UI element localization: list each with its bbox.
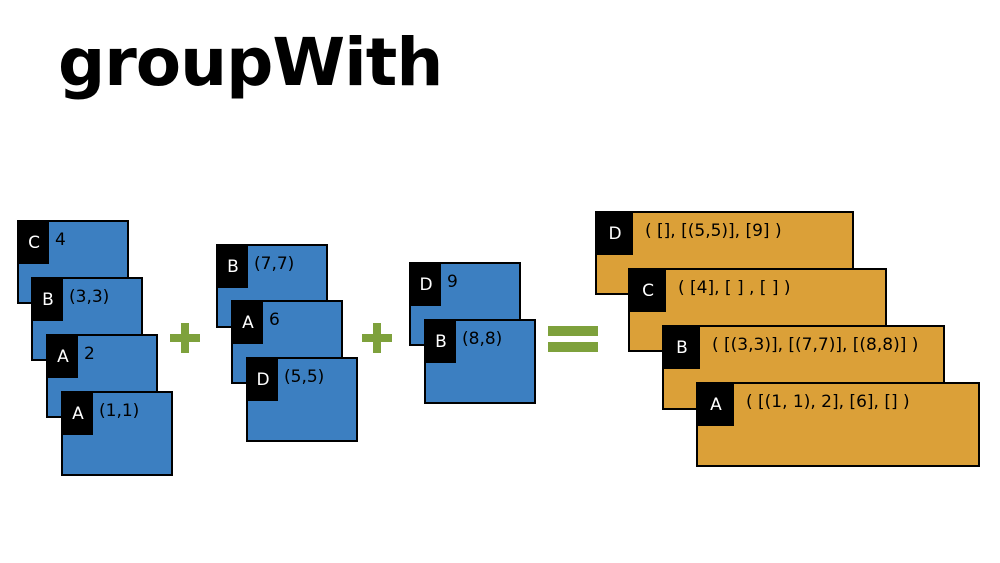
plus-bar-vertical [373, 323, 381, 353]
key-label: A [48, 336, 78, 378]
value-label: ( [(3,3)], [(7,7)], [(8,8)] ) [712, 335, 919, 355]
value-label: 9 [447, 272, 458, 292]
plus-bar-vertical [181, 323, 189, 353]
value-label: (5,5) [284, 367, 325, 387]
key-label: B [33, 279, 63, 321]
key-label: C [19, 222, 49, 264]
value-label: (3,3) [69, 287, 110, 307]
value-label: ( [(1, 1), 2], [6], [] ) [746, 392, 910, 412]
key-label: B [664, 327, 700, 369]
equals-bar-bottom [548, 342, 598, 352]
key-label: D [411, 264, 441, 306]
value-label: 6 [269, 310, 280, 330]
key-label: D [248, 359, 278, 401]
value-label: ( [], [(5,5)], [9] ) [645, 221, 782, 241]
key-label: B [426, 321, 456, 363]
key-label: C [630, 270, 666, 312]
output-card-4: A ( [(1, 1), 2], [6], [] ) [696, 382, 980, 467]
input-2-card-3: D (5,5) [246, 357, 358, 442]
plus-sign-2 [362, 323, 392, 353]
key-label: A [63, 393, 93, 435]
key-label: A [698, 384, 734, 426]
key-label: D [597, 213, 633, 255]
key-label: A [233, 302, 263, 344]
value-label: (1,1) [99, 401, 140, 421]
equals-sign [548, 326, 598, 352]
input-3-card-2: B (8,8) [424, 319, 536, 404]
value-label: 2 [84, 344, 95, 364]
value-label: (7,7) [254, 254, 295, 274]
value-label: 4 [55, 230, 66, 250]
value-label: (8,8) [462, 329, 503, 349]
value-label: ( [4], [ ] , [ ] ) [678, 278, 791, 298]
key-label: B [218, 246, 248, 288]
slide-title: groupWith [58, 24, 443, 101]
equals-bar-top [548, 326, 598, 336]
input-1-card-4: A (1,1) [61, 391, 173, 476]
plus-sign-1 [170, 323, 200, 353]
